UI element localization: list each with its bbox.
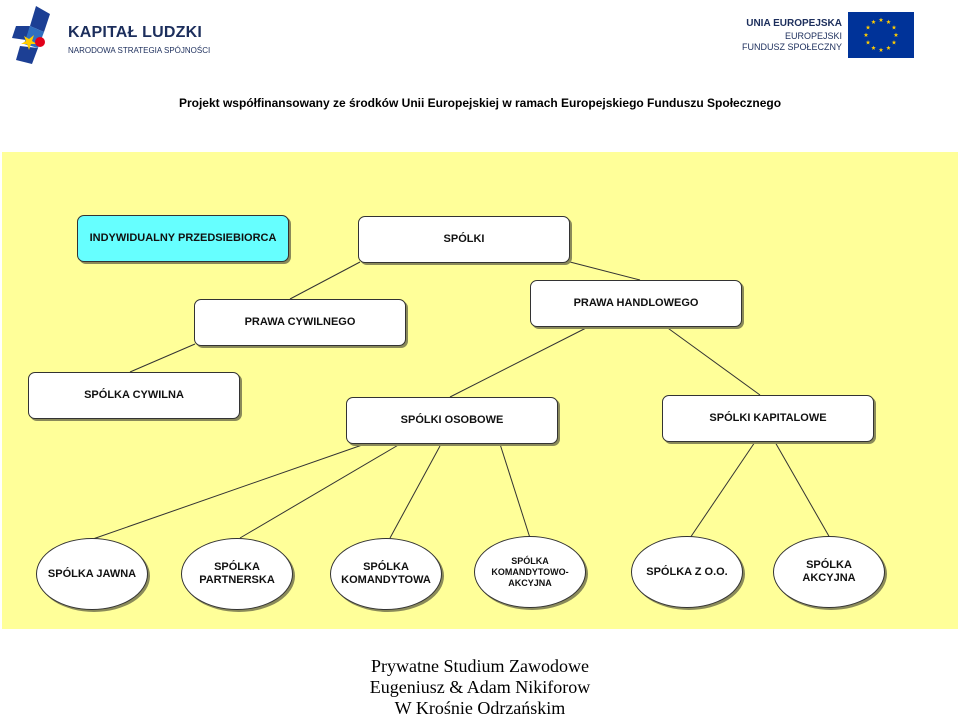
edge-handlowego-osobowe: [449, 325, 591, 398]
eu-logo-line3: FUNDUSZ SPOŁECZNY: [741, 42, 842, 52]
eu-star-icon: [863, 32, 869, 37]
footer-line-3: W Krośnie Odrzańskim: [394, 698, 566, 718]
edge-osobowe-komakcyjna: [499, 443, 531, 539]
cofinancing-headline: Projekt współfinansowany ze środków Unii…: [178, 96, 782, 110]
eu-star-icon: [891, 25, 897, 30]
kapital-ludzki-subtitle: NARODOWA STRATEGIA SPÓJNOŚCI: [68, 46, 211, 55]
footer-line-1: Prywatne Studium Zawodowe: [371, 656, 589, 676]
edge-kapitalowe-zoo: [689, 441, 756, 539]
kapital-ludzki-title: KAPITAŁ LUDZKI: [68, 24, 203, 41]
node-spolka-zoo: SPÓLKA Z O.O.: [631, 536, 743, 608]
diagram-connectors: [89, 261, 831, 541]
eu-star-icon: [886, 19, 891, 24]
eu-star-icon: [865, 40, 871, 45]
kapital-ludzki-emblem-icon: [10, 4, 56, 68]
node-spolki: SPÓLKI: [358, 216, 570, 263]
edge-osobowe-partnerska: [239, 443, 401, 539]
eu-logo-line1: UNIA EUROPEJSKA: [746, 18, 842, 29]
edge-spolki-handlowego: [569, 261, 641, 281]
edge-kapitalowe-akcyjna: [774, 441, 831, 539]
node-indywidualny-przedsiebiorca: INDYWIDUALNY PRZEDSIEBIORCA: [77, 215, 289, 262]
node-spolka-komandytowo-akcyjna: SPÓLKA KOMANDYTOWO-AKCYJNA: [474, 536, 586, 608]
node-prawa-cywilnego: PRAWA CYWILNEGO: [194, 299, 406, 346]
node-spolka-akcyjna: SPÓLKA AKCYJNA: [773, 536, 885, 608]
edge-spolki-cywilnego: [289, 261, 361, 300]
eu-star-icon: [878, 17, 884, 22]
eu-flag-icon: [848, 12, 914, 58]
eu-star-icon: [865, 25, 871, 30]
eu-star-icon: [893, 32, 899, 37]
edge-handlowego-kapitalowe: [664, 325, 761, 396]
kapital-ludzki-logo: KAPITAŁ LUDZKI NARODOWA STRATEGIA SPÓJNO…: [10, 4, 220, 68]
node-spolka-cywilna: SPÓLKA CYWILNA: [28, 372, 240, 419]
eu-star-icon: [886, 45, 891, 50]
edge-cywilnego-cywilna: [129, 343, 196, 373]
node-spolka-komandytowa: SPÓLKA KOMANDYTOWA: [330, 538, 442, 610]
footer-credits: Prywatne Studium Zawodowe Eugeniusz & Ad…: [0, 656, 960, 719]
organizational-forms-diagram: INDYWIDUALNY PRZEDSIEBIORCA SPÓLKI PRAWA…: [2, 152, 958, 629]
eu-star-icon: [878, 47, 884, 52]
node-spolka-jawna: SPÓLKA JAWNA: [36, 538, 148, 610]
eu-logo-line2: EUROPEJSKI: [784, 31, 842, 41]
eu-star-icon: [871, 45, 876, 50]
eu-star-icon: [891, 40, 897, 45]
edge-osobowe-komandytowa: [389, 445, 441, 539]
eu-fund-logo: UNIA EUROPEJSKA EUROPEJSKI FUNDUSZ SPOŁE…: [742, 12, 920, 62]
node-spolka-partnerska: SPÓLKA PARTNERSKA: [181, 538, 293, 610]
edge-osobowe-jawna: [89, 443, 366, 541]
footer-line-2: Eugeniusz & Adam Nikiforow: [369, 677, 591, 697]
node-spolki-osobowe: SPÓLKI OSOBOWE: [346, 397, 558, 444]
node-spolki-kapitalowe: SPÓLKI KAPITALOWE: [662, 395, 874, 442]
node-prawa-handlowego: PRAWA HANDLOWEGO: [530, 280, 742, 327]
eu-star-icon: [871, 19, 876, 24]
